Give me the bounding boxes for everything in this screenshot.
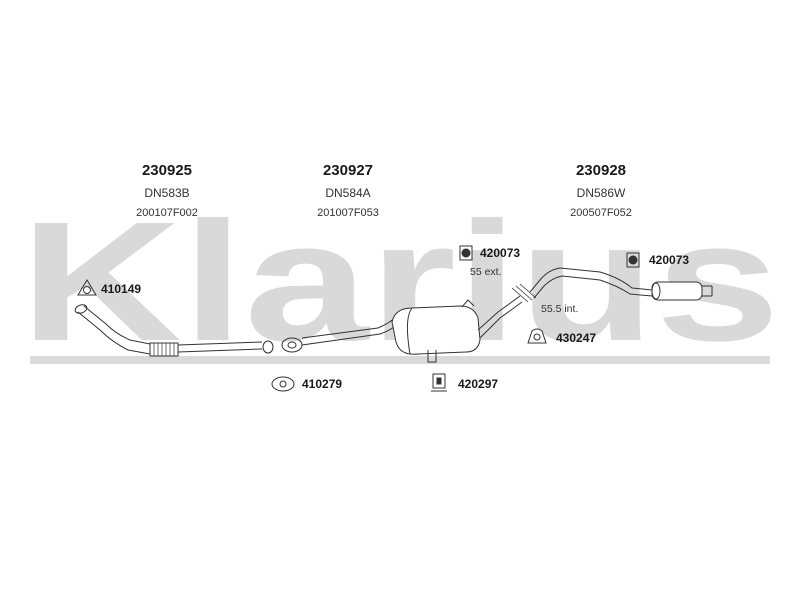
fitting-label-430247: 430247 (556, 331, 597, 345)
date-code-rear: 200507F052 (570, 207, 632, 219)
fitting-label-410149: 410149 (101, 282, 142, 296)
rear-pipe-silencer (529, 267, 713, 301)
cut-mark (511, 283, 537, 303)
fitting-420073-icon (459, 245, 473, 261)
date-code-centre: 201007F053 (317, 207, 379, 219)
gasket-drawing (281, 337, 303, 353)
note-int: 55.5 int. (541, 303, 579, 315)
part-number-front: 230925 (141, 162, 193, 179)
fitting-label-420073-rear: 420073 (649, 253, 690, 267)
fitting-420297-icon (431, 373, 447, 392)
oem-code-centre: DN584A (325, 186, 371, 200)
oem-code-rear: DN586W (576, 186, 626, 200)
date-code-front: 200107F002 (136, 207, 198, 219)
watermark-underline (30, 356, 770, 364)
front-pipe (74, 304, 274, 357)
note-ext: 55 ext. (470, 266, 502, 278)
centre-pipe (301, 295, 523, 363)
fitting-430247-icon (527, 328, 547, 344)
fitting-label-410279: 410279 (302, 377, 343, 391)
fitting-410279-icon (271, 376, 295, 392)
fitting-label-420297: 420297 (458, 377, 499, 391)
part-number-centre: 230927 (322, 162, 374, 179)
fitting-420073-rear-icon (626, 252, 640, 268)
oem-code-front: DN583B (144, 186, 190, 200)
fitting-label-420073: 420073 (480, 246, 521, 260)
part-number-rear: 230928 (575, 162, 627, 179)
fitting-410149-icon (77, 279, 97, 296)
